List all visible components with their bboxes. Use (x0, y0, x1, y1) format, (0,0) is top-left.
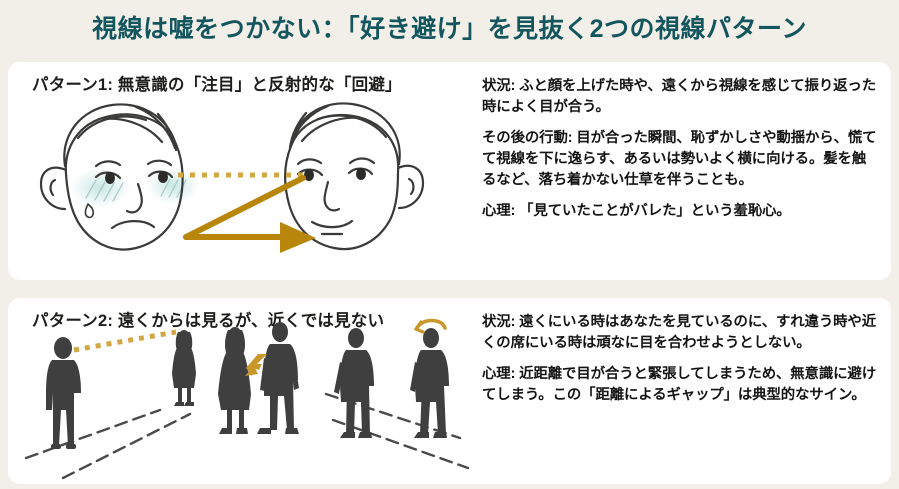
panel-2-text-situation: 遠くにいる時はあなたを見ているのに、すれ違う時や近くの席にいる時は頑なに目を合わ… (482, 314, 877, 352)
far-gaze-scene (24, 329, 196, 480)
panel-2-paragraph-situation: 状況: 遠くにいる時はあなたを見ているのに、すれ違う時や近くの席にいる時は頑なに… (482, 312, 877, 355)
panel-1-text-behavior: 目が合った瞬間、恥ずかしさや動揺から、慌てて視線を下に逸らす、あるいは勢いよく横… (482, 129, 877, 189)
panel-card-pattern-2: パターン2: 遠くからは見るが、近くでは見ない (8, 298, 891, 484)
woman-silhouette-passing (218, 327, 251, 434)
ground-perspective-lines (24, 408, 192, 480)
panel-1-label-psychology: 心理: (482, 202, 516, 219)
panel-1-paragraph-situation: 状況: ふと顔を上げた時や、遠くから視線を感じて振り返った時によく目が合う。 (482, 76, 877, 119)
panel-card-pattern-1: パターン1: 無意識の「注目」と反射的な「回避」 (8, 62, 891, 280)
panel-1-paragraph-psychology: 心理: 「見ていたことがバレた」という羞恥心。 (482, 201, 877, 222)
panel-1-label-behavior: その後の行動: (482, 129, 573, 146)
man-silhouette-walking-right (410, 328, 449, 438)
panel-2-label-situation: 状況: (482, 314, 516, 330)
page-title-bar: 視線は嘘をつかない：「好き避け」を見抜く2つの視線パターン (0, 0, 899, 58)
panel-1-left-column: パターン1: 無意識の「注目」と反射的な「回避」 (8, 62, 478, 280)
blushing-face-left (39, 103, 199, 251)
illustration-two-faces-eye-contact (8, 62, 478, 280)
gold-arrow-look-away (413, 318, 447, 334)
man-silhouette-far (46, 337, 81, 449)
dotted-gaze-line-far (73, 329, 177, 353)
panel-2-paragraph-psychology: 心理: 近距離で目が合うと緊張してしまうため、無意識に避けてしまう。この「距離に… (482, 364, 877, 407)
walking-away-scene (324, 318, 470, 470)
panel-1-label-situation: 状況: (482, 78, 516, 94)
panel-1-heading: パターン1: 無意識の「注目」と反射的な「回避」 (32, 76, 402, 94)
man-silhouette-passing (257, 322, 299, 434)
panel-2-text-psychology: 近距離で目が合うと緊張してしまうため、無意識に避けてしまう。この「距離によるギャ… (482, 365, 877, 403)
passing-by-scene (218, 322, 299, 434)
gold-arrow-away (183, 175, 316, 253)
panel-1-right-column: 状況: ふと顔を上げた時や、遠くから視線を感じて振り返った時によく目が合う。 そ… (478, 62, 891, 280)
woman-silhouette-far (172, 330, 196, 406)
panel-1-text-psychology: 「見ていたことがバレた」という羞恥心。 (515, 202, 791, 219)
illustration-silhouette-distance-scenes (8, 298, 478, 484)
panel-2-right-column: 状況: 遠くにいる時はあなたを見ているのに、すれ違う時や近くの席にいる時は頑なに… (478, 298, 891, 484)
panel-1-text-situation: ふと顔を上げた時や、遠くから視線を感じて振り返った時によく目が合う。 (482, 78, 877, 116)
man-silhouette-walking-left (334, 328, 374, 438)
panel-2-heading: パターン2: 遠くからは見るが、近くでは見ない (32, 312, 385, 330)
page-title: 視線は嘘をつかない：「好き避け」を見抜く2つの視線パターン (92, 14, 807, 43)
gold-arrow-avoid-glance (245, 354, 267, 376)
calm-face-right (284, 102, 425, 251)
panel-2-label-psychology: 心理: (482, 365, 516, 382)
panel-1-paragraph-behavior: その後の行動: 目が合った瞬間、恥ずかしさや動揺から、慌てて視線を下に逸らす、あ… (482, 128, 877, 192)
panel-2-left-column: パターン2: 遠くからは見るが、近くでは見ない (8, 298, 478, 484)
